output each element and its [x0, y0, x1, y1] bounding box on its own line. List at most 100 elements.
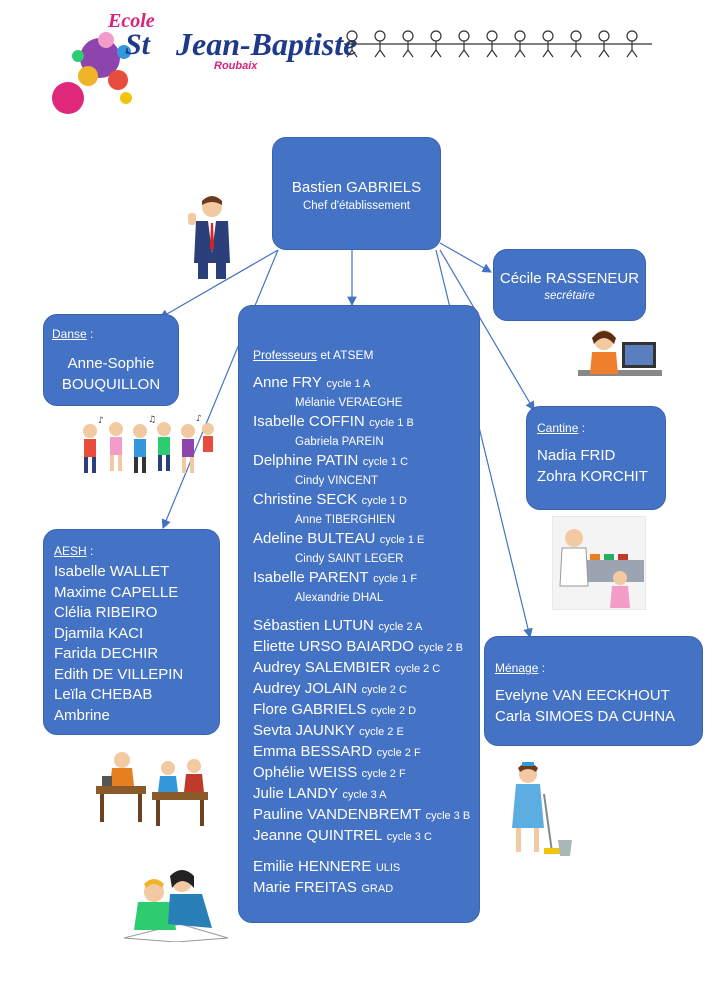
teacher-row: Julie LANDY cycle 3 A	[253, 784, 470, 805]
aesh-person: Edith DE VILLEPIN	[54, 665, 184, 683]
aesh-person: Djamila KACI	[54, 624, 144, 642]
teacher-row: Isabelle PARENT cycle 1 F	[253, 568, 470, 589]
aesh-label: AESH	[54, 544, 87, 558]
teacher-name: Emma BESSARD	[253, 743, 373, 760]
teacher-class: cycle 1 D	[361, 495, 407, 507]
aesh-header: AESH :	[54, 544, 93, 558]
logo-name-text: Jean-Baptiste	[176, 26, 358, 62]
teacher-class: cycle 1 B	[369, 417, 414, 429]
canteen-clipart	[552, 516, 646, 610]
logo-ecole-text: Ecole	[108, 10, 155, 32]
teacher-name: Ophélie WEISS	[253, 764, 358, 781]
menage-label-suffix: :	[538, 661, 546, 675]
aesh-person: Maxime CAPELLE	[54, 583, 179, 601]
teacher-name: Emilie HENNERE	[253, 858, 372, 875]
teacher-class: cycle 2 E	[359, 726, 404, 738]
menage-header: Ménage :	[495, 661, 545, 675]
teacher-row: Delphine PATIN cycle 1 C	[253, 451, 470, 472]
cantine-box: Cantine : Nadia FRID Zohra KORCHIT	[526, 406, 666, 510]
teachers-header: Professeurs et ATSEM	[253, 348, 374, 362]
teacher-name: Delphine PATIN	[253, 452, 359, 469]
teacher-name: Audrey JOLAIN	[253, 680, 358, 697]
teacher-name: Eliette URSO BAIARDO	[253, 638, 414, 655]
teacher-class: cycle 2 F	[376, 747, 421, 759]
director-clipart	[188, 196, 230, 279]
teacher-row: Eliette URSO BAIARDO cycle 2 B	[253, 637, 470, 658]
teacher-class: cycle 3 C	[386, 831, 432, 843]
teacher-class: cycle 2 B	[418, 642, 463, 654]
teacher-name: Isabelle COFFIN	[253, 413, 365, 430]
teacher-name: Anne FRY	[253, 374, 322, 391]
teacher-class: cycle 1 A	[326, 378, 371, 390]
teacher-class: cycle 1 C	[362, 456, 409, 468]
teacher-row: Flore GABRIELS cycle 2 D	[253, 700, 470, 721]
cantine-person-2: Zohra KORCHIT	[537, 468, 648, 485]
teacher-row: Isabelle COFFIN cycle 1 B	[253, 412, 470, 433]
teacher-row: Audrey SALEMBIER cycle 2 C	[253, 658, 470, 679]
teacher-row: Marie FREITAS GRAD	[253, 878, 470, 899]
head-box: Bastien GABRIELS Chef d'établissement	[272, 137, 441, 250]
teacher-name: Sébastien LUTUN	[253, 617, 374, 634]
danse-label-suffix: :	[86, 327, 94, 341]
teacher-row: Christine SECK cycle 1 D	[253, 490, 470, 511]
atsem-name: Mélanie VERAEGHE	[295, 397, 403, 409]
teacher-name: Marie FREITAS	[253, 879, 357, 896]
teacher-class: cycle 3 B	[425, 810, 471, 822]
teacher-class: GRAD	[361, 883, 394, 895]
logo-circles-graphic	[52, 32, 132, 114]
aesh-person: Isabelle WALLET	[54, 563, 170, 580]
teacher-row: Emilie HENNERE ULIS	[253, 857, 470, 878]
teacher-row: Anne FRY cycle 1 A	[253, 373, 470, 394]
teacher-name: Julie LANDY	[253, 785, 339, 802]
cleaner-clipart	[512, 762, 572, 856]
atsem-name: Alexandrie DHAL	[295, 592, 384, 604]
danse-header: Danse :	[52, 327, 93, 341]
aesh-label-suffix: :	[86, 544, 94, 558]
head-name: Bastien GABRIELS	[291, 179, 422, 196]
teacher-name: Isabelle PARENT	[253, 569, 369, 586]
aesh-person: Ambrine	[54, 706, 110, 724]
atsem-name: Anne TIBERGHIEN	[295, 514, 396, 526]
secretary-box: Cécile RASSENEUR secrétaire	[493, 249, 646, 321]
aesh-person: Leïla CHEBAB	[54, 686, 153, 703]
svg-text:♫: ♫	[148, 415, 156, 425]
menage-person-1: Evelyne VAN EECKHOUT	[495, 687, 670, 704]
svg-text:♪: ♪	[196, 415, 202, 424]
secretary-role: secrétaire	[544, 290, 595, 302]
aesh-person: Farida DECHIR	[54, 645, 159, 662]
teacher-name: Sevta JAUNKY	[253, 722, 355, 739]
teacher-row: Sébastien LUTUN cycle 2 A	[253, 616, 470, 637]
teacher-class: cycle 2 C	[395, 663, 441, 675]
aesh-box: AESH : Isabelle WALLET Maxime CAPELLE Cl…	[43, 529, 220, 735]
cantine-header: Cantine :	[537, 421, 585, 435]
classroom-clipart	[96, 752, 208, 826]
teachers-box: Professeurs et ATSEM Anne FRY cycle 1 A …	[238, 305, 480, 923]
arrow-to-aesh	[161, 249, 279, 530]
cantine-person-1: Nadia FRID	[537, 447, 616, 464]
teacher-class: cycle 2 F	[361, 768, 406, 780]
teacher-name: Jeanne QUINTREL	[253, 827, 383, 844]
arrow-to-danse	[158, 249, 279, 319]
teacher-row: Sevta JAUNKY cycle 2 E	[253, 721, 470, 742]
danse-name-line1: Anne-Sophie	[67, 355, 155, 372]
teacher-class: cycle 1 E	[379, 534, 425, 546]
danse-label: Danse	[52, 327, 87, 341]
menage-person-2: Carla SIMOES DA CUHNA	[495, 708, 676, 725]
teacher-class: ULIS	[375, 862, 401, 874]
tutoring-clipart	[123, 870, 229, 942]
teachers-label: Professeurs	[253, 348, 318, 362]
teacher-row: Ophélie WEISS cycle 2 F	[253, 763, 470, 784]
teacher-row: Pauline VANDENBREMT cycle 3 B	[253, 805, 470, 826]
danse-box: Danse : Anne-Sophie BOUQUILLON	[43, 314, 179, 406]
atsem-name: Cindy SAINT LEGER	[295, 553, 404, 565]
arrow-to-secretary	[439, 242, 493, 273]
teacher-row: Adeline BULTEAU cycle 1 E	[253, 529, 470, 550]
teacher-class: cycle 2 D	[370, 705, 417, 717]
atsem-name: Cindy VINCENT	[295, 475, 379, 487]
teacher-class: cycle 1 F	[373, 573, 418, 585]
menage-box: Ménage : Evelyne VAN EECKHOUT Carla SIMO…	[484, 636, 703, 746]
secretary-clipart	[578, 330, 662, 376]
cantine-label: Cantine	[537, 421, 579, 435]
teacher-row: Audrey JOLAIN cycle 2 C	[253, 679, 470, 700]
secretary-name: Cécile RASSENEUR	[499, 270, 640, 287]
